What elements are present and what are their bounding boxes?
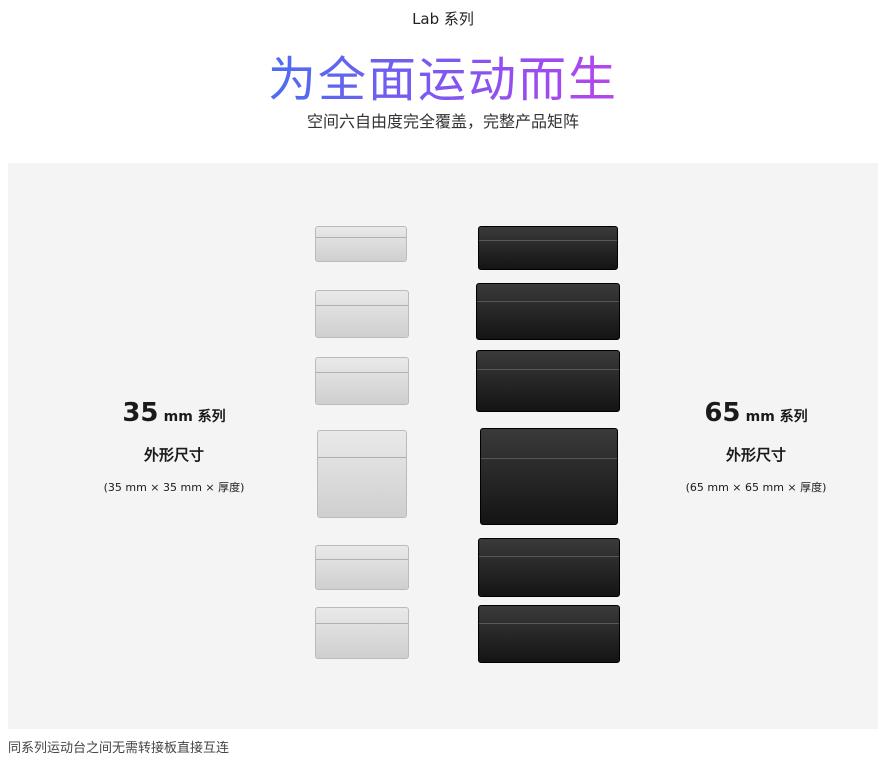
series-65-info: 65 mm 系列 外形尺寸 (65 mm × 65 mm × 厚度)	[666, 398, 846, 495]
product-panel	[8, 163, 878, 729]
stage-65-tilt	[476, 350, 620, 412]
size-value: 65	[704, 398, 741, 428]
series-35-info: 35 mm 系列 外形尺寸 (35 mm × 35 mm × 厚度)	[84, 398, 264, 495]
stage-35-rotation	[315, 226, 407, 262]
stage-35-linear-2	[315, 607, 409, 659]
size-unit: mm 系列	[163, 409, 226, 425]
headline: 为全面运动而生	[0, 40, 886, 110]
stage-35-xy	[315, 290, 409, 338]
footer-caption: 同系列运动台之间无需转接板直接互连	[8, 741, 230, 756]
stage-65-z	[480, 428, 618, 525]
dimension-detail: (35 mm × 35 mm × 厚度)	[103, 481, 245, 494]
stage-35-linear	[315, 545, 409, 590]
stage-65-linear	[478, 538, 620, 597]
size-value: 35	[122, 398, 159, 428]
stage-35-z	[317, 430, 407, 518]
subtitle: 空间六自由度完全覆盖，完整产品矩阵	[306, 112, 579, 131]
stage-65-xy	[476, 283, 620, 340]
stage-35-tilt	[315, 357, 409, 405]
size-unit: mm 系列	[745, 409, 808, 425]
dimension-detail: (65 mm × 65 mm × 厚度)	[685, 481, 827, 494]
stage-65-rotation	[478, 226, 618, 270]
dimension-title: 外形尺寸	[143, 446, 204, 464]
series-label: Lab 系列	[412, 10, 474, 28]
dimension-title: 外形尺寸	[725, 446, 786, 464]
stage-65-linear-2	[478, 605, 620, 663]
